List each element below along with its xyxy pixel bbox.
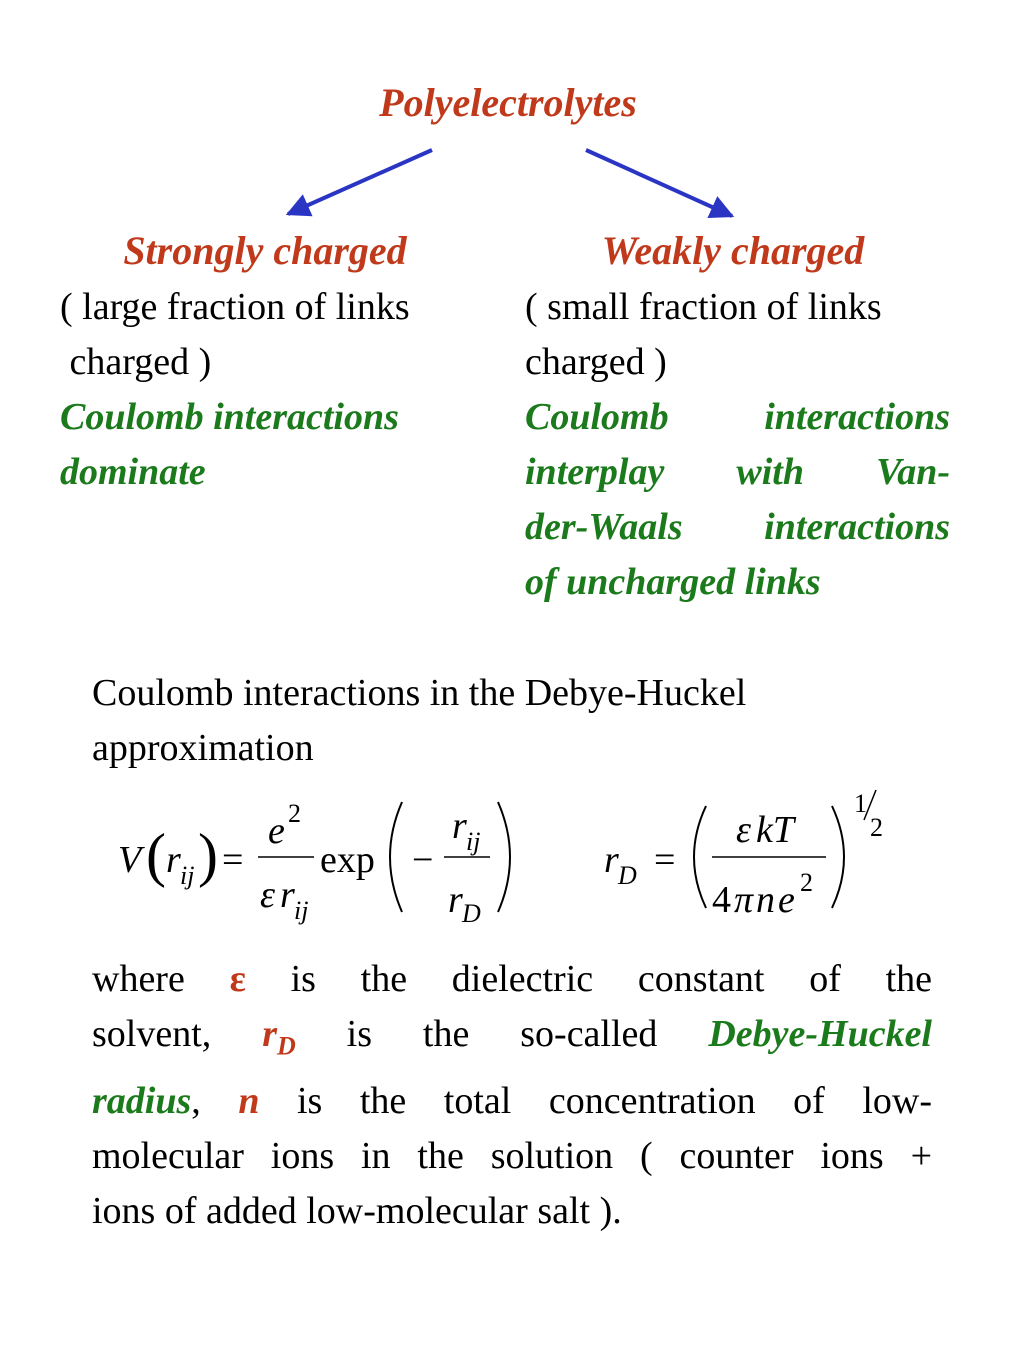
- explain-rD-r: r: [262, 1013, 277, 1055]
- strongly-note-line1: Coulomb interactions: [60, 396, 399, 438]
- explain-where: where: [92, 958, 185, 1000]
- explain-epsilon: ε: [229, 958, 246, 1000]
- f1-r2: r: [280, 874, 295, 916]
- coulomb-potential-formula: V ( r ij ) = e 2 ε r ij exp − r ij r D: [118, 799, 511, 928]
- f1-exp: exp: [320, 839, 375, 881]
- weakly-note-line3: der-Waals interactions: [525, 506, 950, 548]
- weakly-note-line4: of uncharged links: [525, 561, 821, 603]
- f1-lparen: (: [146, 822, 166, 888]
- formula-area: V ( r ij ) = e 2 ε r ij exp − r ij r D r…: [118, 789, 883, 928]
- f2-big-rparen: [831, 805, 845, 909]
- explain-line2-rest: is the so-called: [346, 1013, 658, 1055]
- f2-pi: π: [734, 879, 754, 921]
- f2-half-num: 1: [854, 789, 867, 818]
- f2-e: e: [778, 879, 795, 921]
- f1-eps: ε: [260, 874, 275, 916]
- weakly-desc-line1: ( small fraction of links: [525, 286, 882, 328]
- strongly-charged-heading: Strongly charged: [123, 228, 407, 273]
- explain-line1: where ε is the dielectric constant of th…: [92, 952, 932, 1007]
- f1-ij3: ij: [466, 827, 480, 856]
- explain-comma: ,: [191, 1079, 201, 1122]
- f1-big-lparen: [389, 801, 403, 913]
- arrow-right: [585, 148, 735, 219]
- f2-half-den: 2: [870, 813, 883, 842]
- strongly-desc-line1: ( large fraction of links: [60, 286, 410, 328]
- explain-debye-huckel: Debye-Huckel: [708, 1013, 932, 1055]
- branch-arrows: [285, 148, 735, 219]
- f1-V: V: [118, 839, 145, 881]
- weakly-note-line2: interplay with Van-: [525, 451, 950, 493]
- explain-solvent: solvent,: [92, 1013, 212, 1055]
- f2-kT: kT: [756, 809, 797, 851]
- intro-line1: Coulomb interactions in the Debye-Huckel: [92, 672, 747, 714]
- arrow-left: [285, 148, 433, 217]
- f2-eq: =: [654, 839, 675, 881]
- page-title: Polyelectrolytes: [379, 80, 637, 125]
- weakly-note-line1-row: Coulomb interactions: [525, 390, 950, 445]
- explain-line3: radius, n is the total concentration of …: [92, 1074, 932, 1129]
- strongly-desc-line2: charged ): [60, 341, 212, 383]
- f1-r: r: [166, 839, 181, 881]
- f2-e-exp: 2: [800, 868, 813, 897]
- explain-rD-D: D: [276, 1031, 296, 1061]
- f2-four: 4: [712, 879, 731, 921]
- weakly-note-line2-row: interplay with Van-: [525, 445, 950, 500]
- f1-eq: =: [222, 839, 243, 881]
- explain-line5: ions of added low-molecular salt ).: [92, 1189, 622, 1232]
- f1-e-exp: 2: [288, 799, 301, 828]
- f1-minus: −: [412, 839, 433, 881]
- f1-rparen: ): [198, 822, 218, 888]
- weakly-desc-line2: charged ): [525, 341, 667, 383]
- strongly-note-line2: dominate: [60, 451, 206, 493]
- intro-line2: approximation: [92, 727, 314, 769]
- explain-radius: radius: [92, 1079, 192, 1122]
- explain-rD: rD: [262, 1013, 296, 1061]
- f2-n: n: [756, 879, 775, 921]
- f2-r: r: [604, 839, 619, 881]
- f2-eps: ε: [736, 809, 751, 851]
- f1-r4: r: [448, 879, 463, 921]
- f1-big-rparen: [497, 801, 511, 913]
- f1-r3: r: [452, 805, 467, 847]
- f2-big-lparen: [693, 805, 707, 909]
- explain-line1-rest: is the dielectric constant of the: [290, 958, 933, 1000]
- f1-e: e: [268, 810, 285, 852]
- explain-line3-rest: is the total concentration of low-: [296, 1079, 933, 1122]
- weakly-note-line1: Coulomb interactions: [525, 396, 950, 438]
- weakly-charged-heading: Weakly charged: [601, 228, 865, 273]
- explanation-paragraph: where ε is the dielectric constant of th…: [92, 952, 932, 1239]
- f1-ij: ij: [180, 861, 194, 890]
- debye-radius-formula: r D = ε kT 4 π n e 2 1 2: [604, 789, 883, 921]
- f1-D: D: [461, 899, 481, 928]
- f1-ij2: ij: [294, 896, 308, 925]
- f2-D: D: [617, 861, 637, 890]
- explain-line2: solvent, rD is the so-called Debye-Hucke…: [92, 1007, 932, 1074]
- weakly-note-line3-row: der-Waals interactions: [525, 500, 950, 555]
- f2-half-slash: [863, 789, 877, 821]
- explain-n: n: [238, 1079, 260, 1122]
- explain-line4: molecular ions in the solution ( counter…: [92, 1134, 932, 1177]
